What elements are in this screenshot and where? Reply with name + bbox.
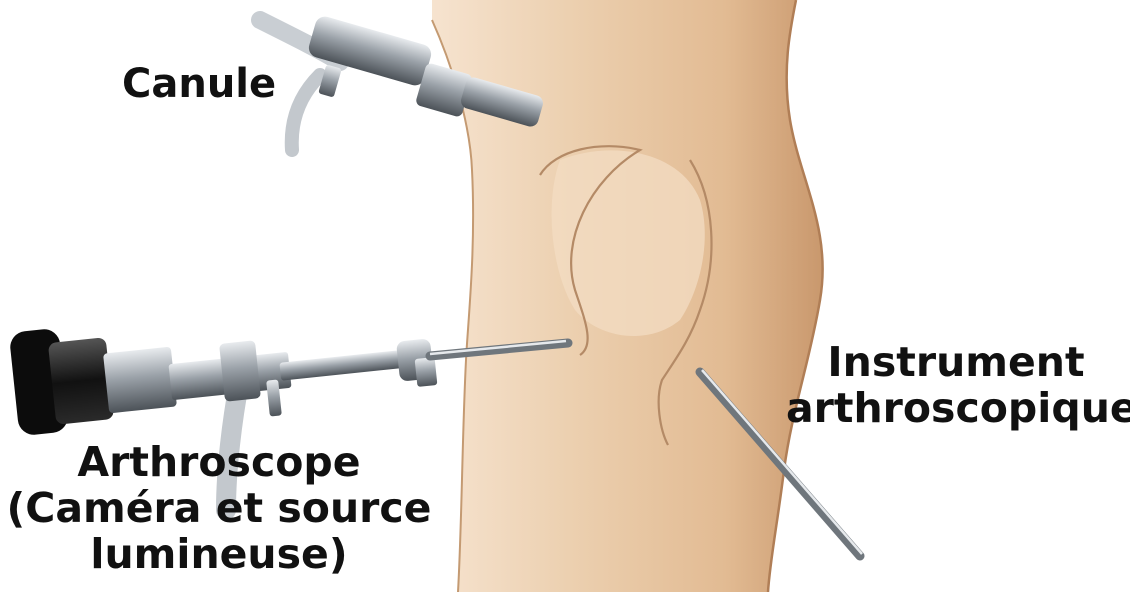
- label-instrument-line2: arthroscopique: [786, 386, 1126, 432]
- label-instrument: Instrument arthroscopique: [786, 340, 1126, 432]
- patella-highlight: [552, 150, 705, 336]
- label-arthroscope: Arthroscope (Caméra et source lumineuse): [4, 440, 434, 578]
- label-canule: Canule: [122, 62, 276, 107]
- label-arthroscope-line2: (Caméra et source: [4, 486, 434, 532]
- label-arthroscope-line1: Arthroscope: [4, 440, 434, 486]
- label-arthroscope-line3: lumineuse): [4, 532, 434, 578]
- label-instrument-line1: Instrument: [786, 340, 1126, 386]
